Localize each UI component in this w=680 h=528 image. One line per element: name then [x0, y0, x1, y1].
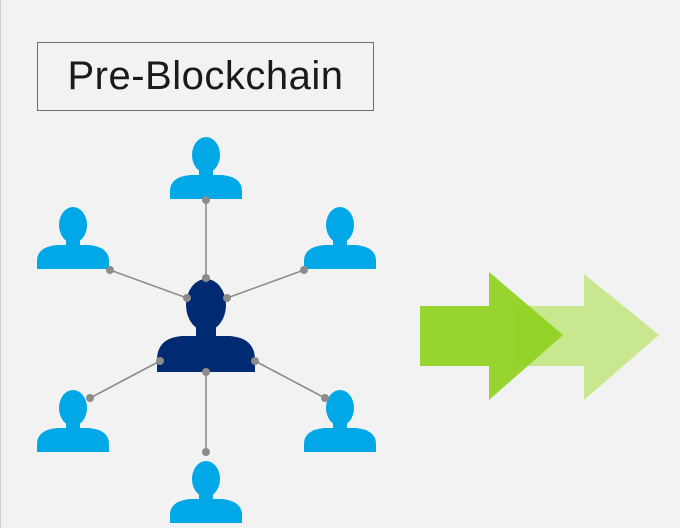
peer-icon-bottom — [170, 461, 242, 523]
edge-central-lower-left — [89, 360, 161, 399]
dot — [223, 294, 231, 302]
dot — [300, 266, 308, 274]
arrow-back-icon — [513, 274, 659, 400]
peer-icon-lower-right — [304, 390, 376, 452]
connector-lines — [89, 200, 326, 452]
dot — [156, 357, 164, 365]
dot — [202, 368, 210, 376]
dot — [202, 274, 210, 282]
edge-central-upper-right — [226, 269, 305, 299]
dot — [202, 196, 210, 204]
dot — [106, 266, 114, 274]
arrow-front-icon — [420, 272, 563, 400]
peer-icon-upper-right — [304, 207, 376, 269]
diagram-title: Pre-Blockchain — [37, 42, 374, 111]
double-arrow-icon — [420, 272, 659, 400]
edge-central-lower-right — [254, 360, 326, 399]
dot — [251, 357, 259, 365]
dot — [86, 394, 94, 402]
central-authority-icon — [157, 279, 255, 372]
peer-icon-top — [170, 137, 242, 199]
dot — [183, 294, 191, 302]
dot — [321, 394, 329, 402]
connection-dots — [86, 196, 329, 456]
peer-icon-upper-left — [37, 207, 109, 269]
peer-icon-lower-left — [37, 390, 109, 452]
edge-central-upper-left — [109, 269, 188, 299]
panel-border — [0, 0, 1, 528]
dot — [202, 448, 210, 456]
